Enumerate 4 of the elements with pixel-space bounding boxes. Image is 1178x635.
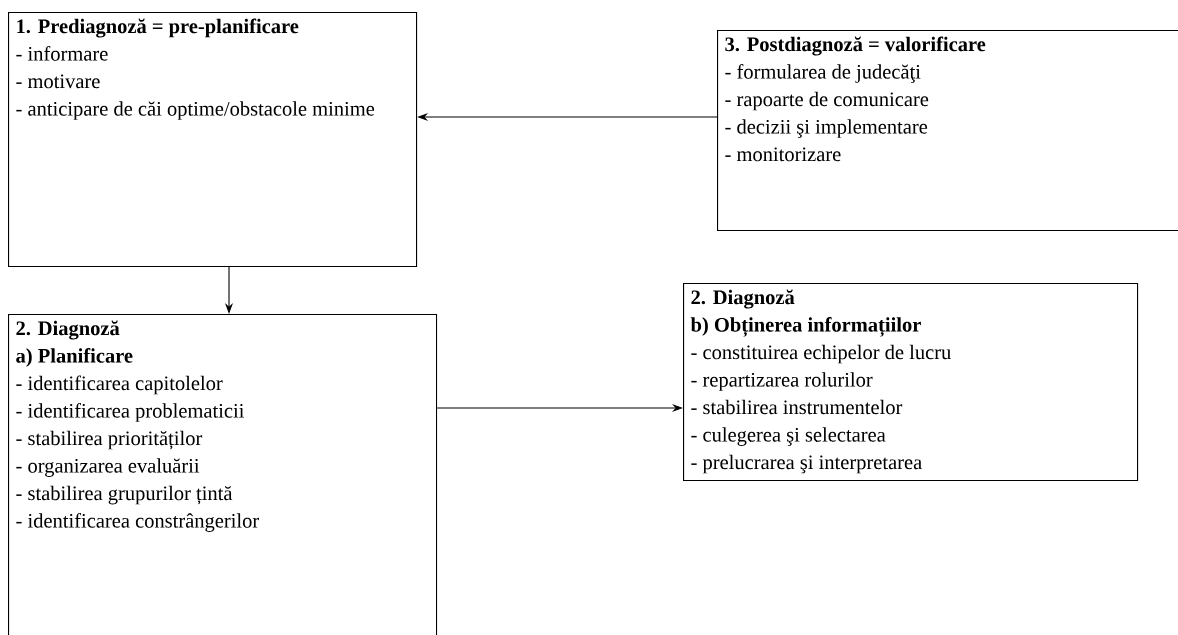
text-box: 2. Diagnoză a) Planificare - identificarea capitolelor - identificarea problematicii - stabilirea priorităților - organizarea evaluării - stabilirea grupurilor țintă - identificarea constrângerilor (8, 314, 438, 635)
text-box: 3. Postdiagnoză = valorificare - formularea de judecăţi - rapoarte de comunicare - decizii şi implementare - monitorizare (717, 30, 1178, 232)
text-box: 1. Prediagnoză = pre-planificare - informare - motivare - anticipare de căi optime/obstacole minime (8, 12, 418, 268)
text-box: 2. Diagnoză b) Obținerea informațiilor - constituirea echipelor de lucru - repartizarea rolurilor - stabilirea instrumentelor - culegerea şi selectarea - prelucrarea şi interpretarea (683, 283, 1139, 482)
